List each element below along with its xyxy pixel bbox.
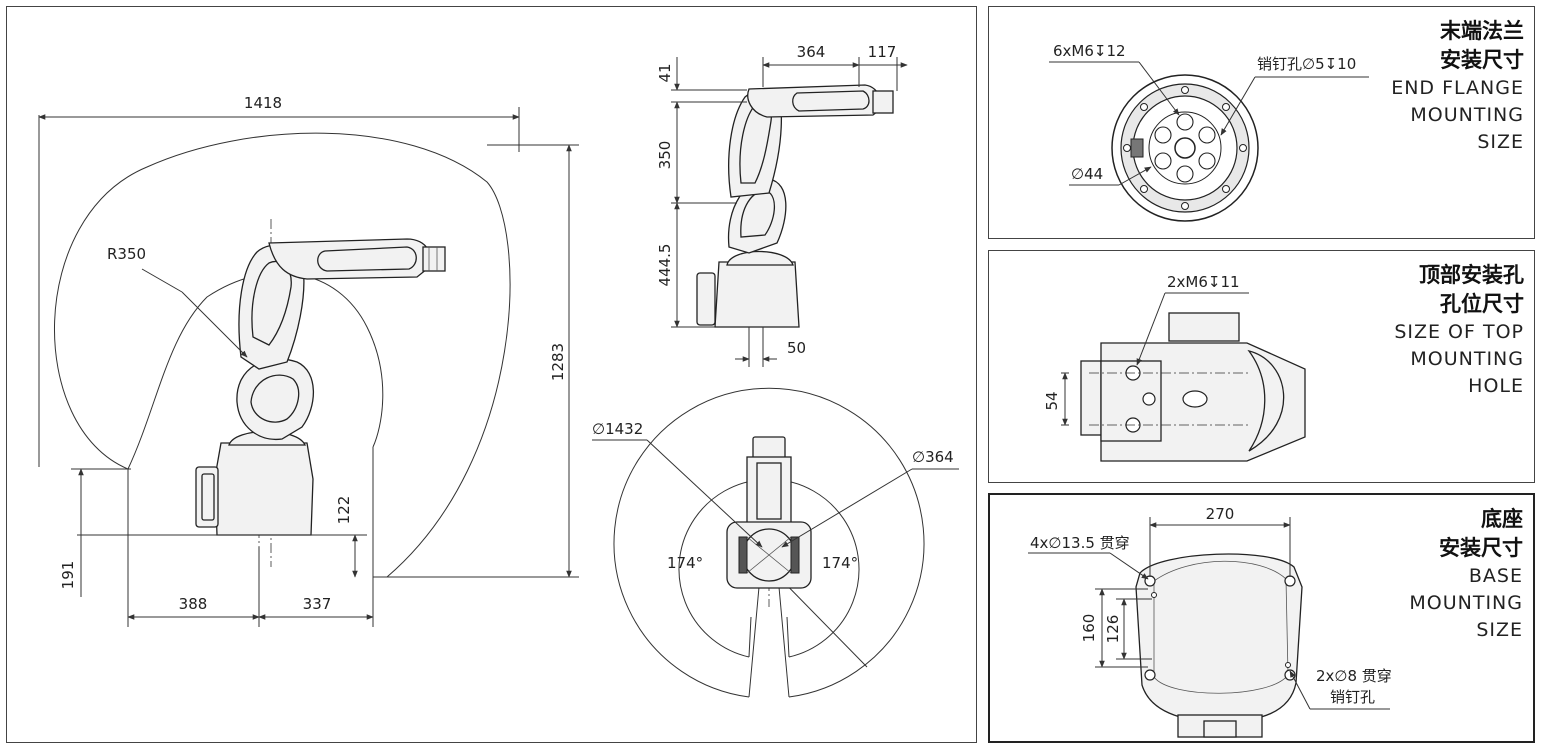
dim-radius: R350 [107, 245, 146, 263]
base-title-zh-1: 底座 [1481, 507, 1523, 531]
dim-122: 122 [335, 496, 353, 525]
dim-350: 350 [656, 141, 674, 170]
flange-holes-label: 6xM6↧12 [1053, 42, 1126, 60]
dim-160: 160 [1080, 614, 1098, 643]
flange-title-en-2: MOUNTING [1410, 104, 1524, 126]
flange-title-en-3: SIZE [1477, 131, 1524, 153]
dim-outer-diameter: ∅1432 [592, 420, 643, 438]
flange-drawing [1111, 74, 1259, 222]
flange-diameter-label: ∅44 [1071, 165, 1103, 183]
top-hole-drawing-svg: 2xM6↧11 54 [1043, 273, 1306, 462]
base-title-en-3: SIZE [1476, 619, 1523, 641]
flange-dimensions: 6xM6↧12 销钉孔∅5↧10 ∅44 [1049, 42, 1369, 186]
flange-title-en-1: END FLANGE [1391, 77, 1524, 99]
top-hole-title-zh-1: 顶部安装孔 [1419, 263, 1524, 287]
front-view-robot [696, 84, 894, 347]
dim-inner-diameter: ∅364 [912, 448, 954, 466]
main-drawing-panel: 1418 R350 1283 122 191 388 337 [6, 6, 977, 743]
flange-pin-label: 销钉孔∅5↧10 [1257, 55, 1356, 73]
top-hole-title-en-2: MOUNTING [1410, 348, 1524, 370]
angle-left: 174° [667, 554, 703, 572]
top-mounting-hole-panel: 2xM6↧11 54 顶部安装孔 孔位尺寸 SIZE OF TOP MOUNTI… [988, 250, 1535, 483]
dim-270: 270 [1206, 505, 1235, 523]
dim-1283: 1283 [549, 343, 567, 381]
base-title-zh-2: 安装尺寸 [1439, 536, 1523, 560]
base-drawing-svg: 270 160 126 4x∅13.5 贯穿 2x∅8 贯穿 销钉孔 [1028, 505, 1392, 738]
top-view-robot [726, 436, 812, 607]
front-view-dimensions: 364 117 41 350 444.5 50 [656, 43, 908, 367]
base-drawing [1135, 553, 1303, 738]
base-pin-label-1: 2x∅8 贯穿 [1316, 667, 1392, 685]
dim-1418: 1418 [244, 94, 282, 112]
flange-title-zh-1: 末端法兰 [1440, 19, 1524, 43]
base-dimensions: 270 160 126 4x∅13.5 贯穿 2x∅8 贯穿 销钉孔 [1028, 505, 1392, 710]
side-view-dimensions: 1418 R350 1283 122 191 388 337 [38, 94, 579, 627]
flange-drawing-svg: 6xM6↧12 销钉孔∅5↧10 ∅44 [1049, 42, 1369, 222]
top-hole-drawing [1080, 312, 1306, 462]
dim-54: 54 [1043, 391, 1061, 410]
dim-444-5: 444.5 [656, 244, 674, 287]
dim-50: 50 [787, 339, 806, 357]
dim-337: 337 [303, 595, 332, 613]
dim-41: 41 [656, 63, 674, 82]
dim-388: 388 [179, 595, 208, 613]
dim-191: 191 [59, 561, 77, 590]
main-drawing-svg: 1418 R350 1283 122 191 388 337 [38, 43, 959, 698]
top-hole-title-en-3: HOLE [1468, 375, 1524, 397]
angle-right: 174° [822, 554, 858, 572]
end-flange-panel: 6xM6↧12 销钉孔∅5↧10 ∅44 末端法兰 安装尺寸 END FLANG… [988, 6, 1535, 239]
dim-126: 126 [1104, 615, 1122, 644]
base-holes-label: 4x∅13.5 贯穿 [1030, 534, 1130, 552]
top-hole-dimensions: 2xM6↧11 54 [1043, 273, 1249, 426]
base-title-en-1: BASE [1468, 565, 1523, 587]
side-view-robot [195, 219, 446, 567]
top-hole-title-en-1: SIZE OF TOP [1394, 321, 1524, 343]
top-hole-title-zh-2: 孔位尺寸 [1440, 292, 1524, 316]
dim-364-top: 364 [797, 43, 826, 61]
base-mounting-panel: 270 160 126 4x∅13.5 贯穿 2x∅8 贯穿 销钉孔 底座 安装… [988, 493, 1535, 743]
base-title-en-2: MOUNTING [1409, 592, 1523, 614]
top-holes-label: 2xM6↧11 [1167, 273, 1240, 291]
top-hole-title: 顶部安装孔 孔位尺寸 SIZE OF TOP MOUNTING HOLE [1394, 261, 1524, 400]
dim-117: 117 [868, 43, 897, 61]
base-title: 底座 安装尺寸 BASE MOUNTING SIZE [1409, 505, 1523, 644]
flange-title: 末端法兰 安装尺寸 END FLANGE MOUNTING SIZE [1391, 17, 1524, 156]
flange-title-zh-2: 安装尺寸 [1440, 48, 1524, 72]
base-pin-label-2: 销钉孔 [1330, 688, 1375, 706]
top-view-dimensions: ∅1432 ∅364 174° 174° [592, 420, 959, 572]
